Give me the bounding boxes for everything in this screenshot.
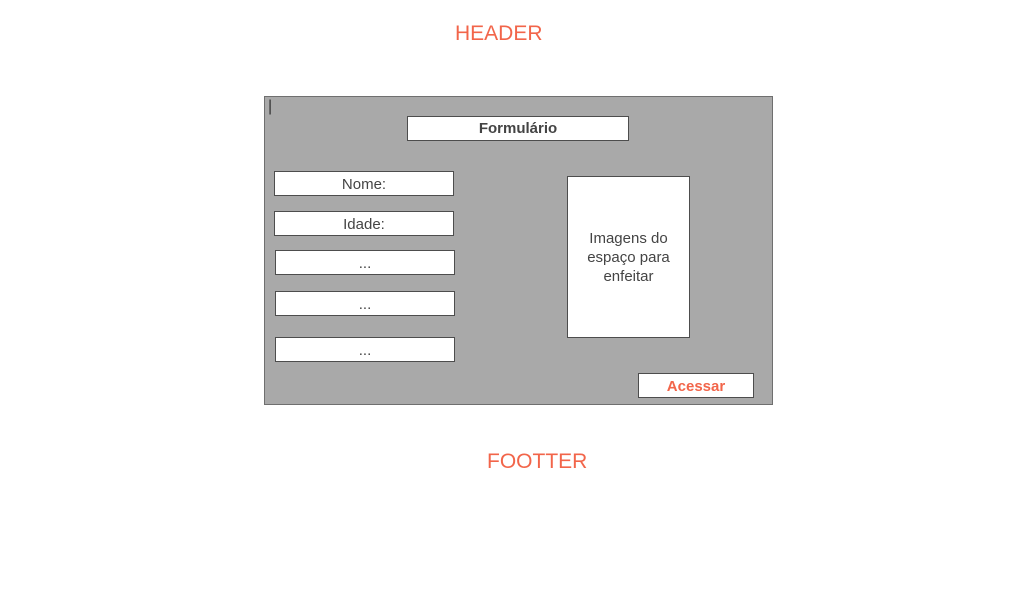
extra-field-3[interactable]: ... [275,337,455,362]
footer-label: FOOTTER [487,450,588,473]
text-cursor-mark: | [268,98,273,115]
extra-field-2[interactable]: ... [275,291,455,316]
name-field[interactable]: Nome: [274,171,454,196]
age-field[interactable]: Idade: [274,211,454,236]
header-label: HEADER [455,22,543,45]
form-title: Formulário [407,116,629,141]
submit-button[interactable]: Acessar [638,373,754,398]
extra-field-1[interactable]: ... [275,250,455,275]
image-placeholder: Imagens do espaço para enfeitar [567,176,690,338]
